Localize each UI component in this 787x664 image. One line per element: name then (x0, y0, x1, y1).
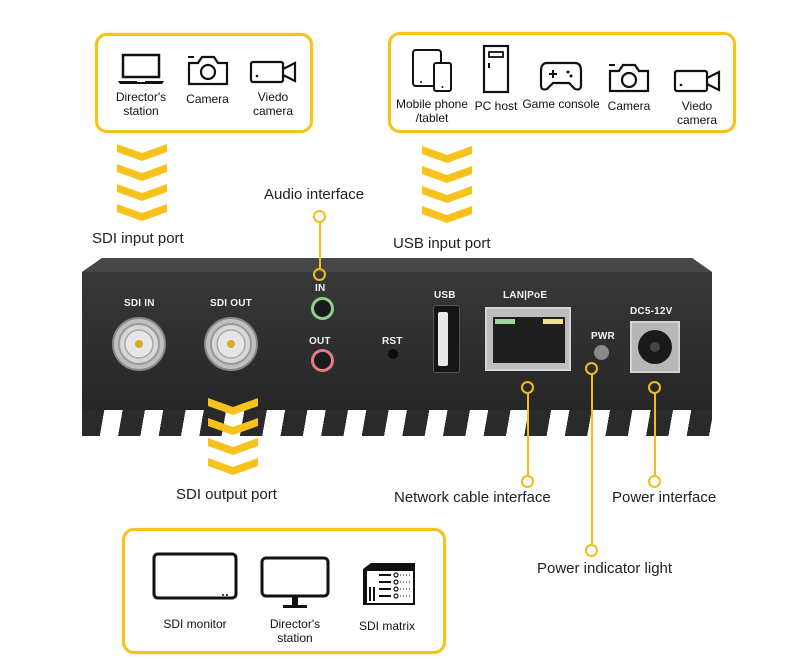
device-label: station (277, 631, 313, 645)
power-interface-callout-dot-bottom (648, 475, 661, 488)
device-label: Director's (115, 90, 167, 104)
sdi-output-port-label: SDI output port (176, 486, 277, 503)
power-interface-label: Power interface (612, 489, 717, 506)
monitor-icon (152, 552, 238, 600)
device-label: Viedo (257, 90, 289, 104)
camera-icon (608, 63, 650, 93)
device-camera: Camera (603, 63, 655, 113)
device-label: Viedo (681, 99, 713, 113)
network-cable-interface-label: Network cable interface (394, 489, 551, 506)
sdi-in-label: SDI IN (124, 298, 155, 309)
audio-in-label: IN (315, 283, 326, 294)
sdi-input-port-label: SDI input port (92, 230, 184, 247)
reset-label: RST (382, 336, 403, 347)
device-sdi-matrix: SDI matrix (347, 561, 427, 633)
audio-out-label: OUT (309, 336, 331, 347)
dc-label: DC5-12V (630, 306, 673, 317)
device-game-console: Game console (521, 59, 601, 111)
power-interface-callout-line (654, 393, 656, 475)
desktop-monitor-icon (260, 556, 330, 608)
device-label: Director's (269, 617, 321, 631)
usb-port[interactable] (433, 305, 460, 373)
device-label: SDI matrix (358, 619, 415, 633)
heatsink-fins (82, 410, 712, 436)
video-camera-icon (249, 60, 297, 84)
camera-icon (187, 55, 228, 86)
usb-input-devices-box: Mobile phone /tablet PC host Game consol… (388, 32, 736, 133)
dc-power-jack[interactable] (630, 321, 680, 373)
lan-poe-port[interactable] (485, 307, 571, 371)
power-light-callout-dot-bottom (585, 544, 598, 557)
network-callout-line (527, 393, 529, 475)
device-mobile-tablet: Mobile phone /tablet (393, 47, 471, 125)
device-label: camera (252, 104, 293, 118)
server-rack-icon (363, 563, 415, 605)
device-label: Camera (607, 99, 651, 113)
device-label: PC host (474, 99, 518, 113)
usb-input-arrow-icon (422, 146, 472, 223)
power-indicator-light-label: Power indicator light (537, 560, 673, 577)
device-video-camera: Viedo camera (667, 67, 727, 127)
audio-callout-line (319, 222, 321, 268)
device-label: Game console (522, 97, 600, 111)
reset-button[interactable] (388, 349, 398, 359)
mobile-tablet-icon (412, 49, 452, 92)
usb-label: USB (434, 290, 456, 301)
sdi-output-arrow-icon (208, 398, 258, 475)
power-indicator-led (594, 345, 609, 360)
audio-callout-dot-bottom (313, 268, 326, 281)
audio-interface-label: Audio interface (264, 186, 365, 203)
device-label: station (123, 104, 159, 118)
device-label: Camera (186, 92, 229, 106)
sdi-output-devices-box: SDI monitor Director's station SDI matri… (122, 528, 446, 654)
sdi-in-bnc-port[interactable] (111, 316, 167, 372)
network-callout-dot-bottom (521, 475, 534, 488)
pwr-label: PWR (591, 331, 615, 342)
sdi-out-label: SDI OUT (210, 298, 252, 309)
device-camera: Camera (180, 54, 235, 106)
audio-out-jack[interactable] (311, 349, 334, 372)
audio-in-jack[interactable] (311, 297, 334, 320)
sdi-input-devices-box: Director's station Camera Viedo camera (95, 33, 313, 133)
device-label: Mobile phone (395, 97, 469, 111)
device-video-camera: Viedo camera (242, 58, 304, 118)
device-pc-host: PC host (471, 43, 521, 113)
lan-activity-led (543, 319, 563, 324)
device-label: SDI monitor (163, 617, 227, 631)
lan-poe-label: LAN|PoE (503, 290, 548, 301)
device-directors-station: Director's station (106, 52, 176, 118)
video-camera-icon (673, 69, 721, 93)
sdi-input-arrow-icon (117, 144, 167, 221)
device-label: /tablet (415, 111, 449, 125)
gamepad-icon (539, 61, 583, 91)
laptop-icon (118, 53, 164, 84)
sdi-out-bnc-port[interactable] (203, 316, 259, 372)
usb-input-port-label: USB input port (393, 235, 491, 252)
device-directors-station: Director's station (255, 555, 335, 645)
device-sdi-monitor: SDI monitor (147, 551, 243, 631)
power-light-callout-line (591, 374, 593, 544)
pc-host-icon (482, 44, 510, 94)
device-label: camera (676, 113, 717, 127)
lan-link-led (495, 319, 515, 324)
